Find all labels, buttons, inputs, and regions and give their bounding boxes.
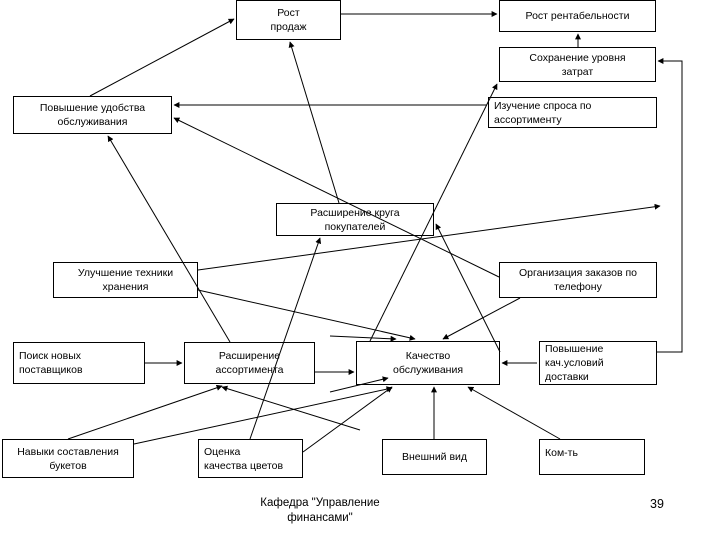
edge-komt-to-kachestvo <box>467 386 561 440</box>
node-vneshniy-vid[interactable]: Внешний вид <box>382 439 487 475</box>
node-uluchshenie-tehniki[interactable]: Улучшение техники хранения <box>53 262 198 298</box>
edge-navyki-to-kachestvo <box>133 386 393 445</box>
node-label: Изучение спроса по ассортименту <box>494 99 592 126</box>
node-povyshenie-kach-dostavki[interactable]: Повышение кач.условий доставки <box>539 341 657 385</box>
edge-assortimenta-to-udobstva <box>107 135 231 343</box>
edge-ocenka-to-assortimenta <box>221 385 361 431</box>
node-label: Оценка качества цветов <box>204 445 284 472</box>
node-navyki-sostavleniya[interactable]: Навыки составления букетов <box>2 439 134 478</box>
node-label: Ком-ть <box>545 447 578 459</box>
node-label: Повышение кач.условий доставки <box>545 343 604 383</box>
node-label: Расширение круга покупателей <box>310 206 400 233</box>
edge-zakazov-to-udobstva <box>173 117 500 278</box>
node-izuchenie-sprosa[interactable]: Изучение спроса по ассортименту <box>488 97 657 128</box>
edge-navyki-to-assortimenta <box>67 384 223 440</box>
node-label: Сохранение уровня затрат <box>529 51 626 78</box>
page-number: 39 <box>650 497 664 511</box>
node-label: Качество обслуживания <box>392 350 464 376</box>
node-label: Расширение ассортимента <box>215 350 284 376</box>
node-sohranenie-urovnya-zatrat[interactable]: Сохранение уровня затрат <box>499 47 656 82</box>
node-poisk-postavshchikov[interactable]: Поиск новых поставщиков <box>13 342 145 384</box>
edge-udobstva-to-prodazh <box>89 18 235 97</box>
node-ocenka-kachestva[interactable]: Оценка качества цветов <box>198 439 303 478</box>
footer-department-title: Кафедра "Управление финансами" <box>260 497 380 524</box>
edge-kruga-to-prodazh <box>288 41 340 204</box>
node-label: Повышение удобства обслуживания <box>39 102 146 128</box>
node-kachestvo-obsluzhivaniya[interactable]: Качество обслуживания <box>356 341 500 385</box>
node-kom-t[interactable]: Ком-ть <box>539 439 645 475</box>
edge-tehniki-to-kruga <box>197 203 661 271</box>
node-label: Рост продаж <box>270 7 307 33</box>
node-rasshirenie-kruga[interactable]: Расширение круга покупателей <box>276 203 434 236</box>
node-rost-prodazh[interactable]: Рост продаж <box>236 0 341 40</box>
node-rost-rentabelnosti[interactable]: Рост рентабельности <box>499 0 656 32</box>
edge-tehniki-to-kachestvo <box>197 289 416 341</box>
node-label: Улучшение техники хранения <box>77 267 174 293</box>
edge-zakazov-to-kachestvo <box>442 297 521 340</box>
edge-ocenka-to-kruga <box>249 237 322 440</box>
edge-fan-left-kachestvo <box>329 335 397 342</box>
edge-dostavki-to-zatrat <box>657 58 683 353</box>
node-rasshirenie-assortimenta[interactable]: Расширение ассортимента <box>184 342 315 384</box>
node-label: Поиск новых поставщиков <box>19 350 83 376</box>
node-label: Внешний вид <box>401 451 468 463</box>
edge-kachestvo-to-kruga <box>435 223 501 353</box>
edge-fan-lower-left-kachestvo <box>329 376 389 393</box>
edge-ocenka-to-kachestvo <box>302 386 393 453</box>
node-label: Навыки составления букетов <box>17 445 119 472</box>
node-label: Организация заказов по телефону <box>518 267 637 293</box>
node-label: Рост рентабельности <box>525 10 630 22</box>
node-organizaciya-zakazov[interactable]: Организация заказов по телефону <box>499 262 657 298</box>
node-povyshenie-udobstva[interactable]: Повышение удобства обслуживания <box>13 96 172 134</box>
